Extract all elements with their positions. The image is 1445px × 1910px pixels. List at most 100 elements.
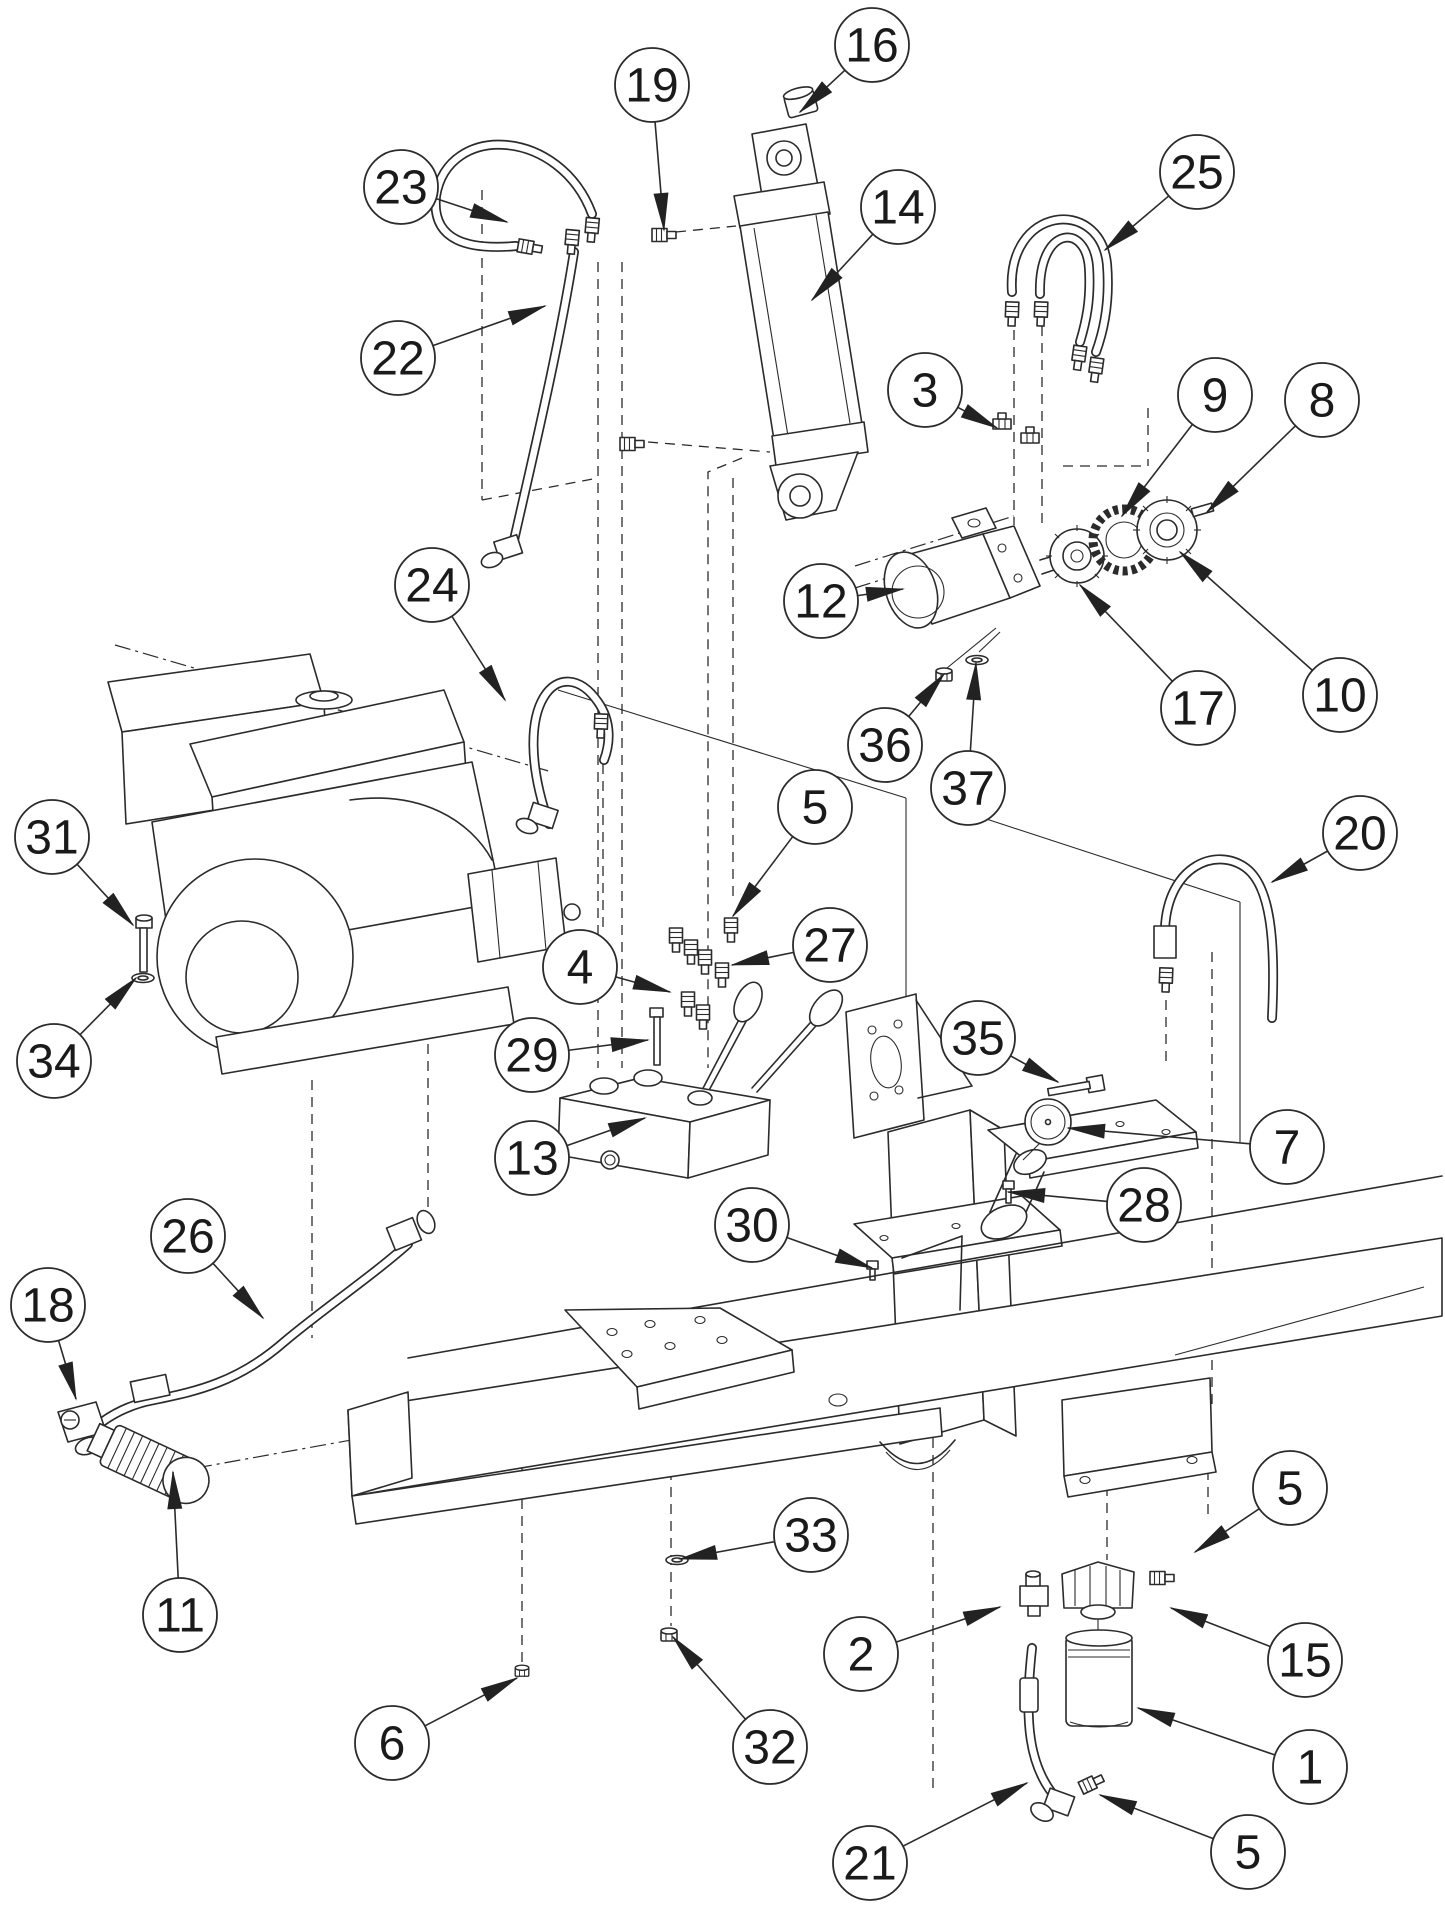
leader-arrow (1103, 195, 1170, 252)
callout-25-double-hose: 25 (1103, 134, 1235, 252)
callout-balloon (14, 799, 90, 875)
leader-arrow (1178, 550, 1313, 671)
callout-18-suction-elbow: 18 (10, 1267, 86, 1401)
callout-number: 5 (1277, 1463, 1304, 1516)
callout-balloon (1302, 657, 1378, 733)
callout-number: 5 (1235, 1827, 1262, 1880)
callout-balloon (16, 1023, 92, 1099)
oil-filter (1065, 1629, 1133, 1728)
callout-27-elbow-fittings: 27 (730, 907, 868, 983)
callout-9-coupling-chain: 9 (1120, 357, 1253, 518)
leader-arrow (167, 1470, 183, 1579)
callout-4-elbow-fittings: 4 (542, 929, 672, 1005)
leader-arrow (902, 1782, 1029, 1847)
callout-30-beam-bolt: 30 (714, 1187, 874, 1269)
sprocket (1133, 496, 1201, 564)
callout-balloon (1210, 1814, 1286, 1890)
leader-arrow (1270, 850, 1329, 883)
filler-cap (1022, 1098, 1072, 1161)
leader-arrow (424, 1677, 519, 1727)
straight-fitting (723, 917, 739, 943)
callout-balloon (394, 547, 470, 623)
callout-balloon (10, 1267, 86, 1343)
callout-number: 2 (848, 1629, 875, 1682)
callout-balloon (1284, 362, 1360, 438)
callout-22-long-hose: 22 (360, 305, 547, 396)
leader-arrow (966, 661, 982, 752)
engine-bolt (135, 914, 153, 973)
leader-arrow (957, 404, 999, 429)
callout-balloon (860, 169, 936, 245)
leader-arrow (1066, 1123, 1251, 1145)
leader-arrow (908, 672, 946, 718)
callout-balloon (732, 1709, 808, 1785)
leader-arrow (57, 1340, 77, 1401)
callout-28-neck-bolt: 28 (1006, 1167, 1182, 1243)
callout-number: 13 (505, 1133, 558, 1186)
callout-balloon (714, 1187, 790, 1263)
callout-number: 15 (1278, 1635, 1331, 1688)
callout-balloon (150, 1198, 226, 1274)
callout-balloon (777, 769, 853, 845)
callout-3-tee-fittings: 3 (887, 352, 999, 429)
hanger-bracket (1061, 1377, 1217, 1498)
suction-hose (97, 1209, 436, 1427)
callout-number: 5 (802, 782, 829, 835)
elbow-fitting (697, 949, 713, 975)
leader-arrow (568, 1037, 650, 1053)
callout-balloon (363, 149, 439, 225)
engine (107, 653, 581, 1075)
leader-arrow (1193, 1508, 1260, 1554)
callout-number: 19 (625, 60, 678, 113)
callout-15-filter-head: 15 (1169, 1607, 1343, 1698)
callout-balloon (614, 47, 690, 123)
callout-number: 21 (843, 1838, 896, 1891)
callout-balloon (1267, 1622, 1343, 1698)
leader-arrow (435, 197, 509, 223)
callout-number: 7 (1274, 1122, 1301, 1175)
callout-balloon (360, 320, 436, 396)
callout-8-shaft-key: 8 (1205, 362, 1360, 514)
callout-balloon (142, 1577, 218, 1653)
callout-number: 29 (505, 1030, 558, 1083)
return-hose (1153, 854, 1279, 1023)
callout-balloon (494, 1120, 570, 1196)
sprocket-hub (1046, 525, 1108, 587)
callout-balloon (1249, 1109, 1325, 1185)
leader-arrow (810, 233, 874, 302)
suction-strainer (86, 1422, 210, 1505)
elbow-fitting (680, 991, 696, 1017)
double-hose (1004, 214, 1113, 384)
leader-arrow (432, 305, 547, 347)
leader-arrow (212, 1262, 265, 1320)
filler-neck (980, 1148, 1047, 1240)
callout-balloon (494, 1017, 570, 1093)
callout-10-sprocket: 10 (1178, 550, 1378, 733)
callout-balloon (823, 1616, 899, 1692)
callout-26-suction-hose: 26 (150, 1198, 265, 1320)
callout-number: 17 (1171, 683, 1224, 736)
callout-1-oil-filter: 1 (1136, 1707, 1348, 1805)
mount-plate (564, 1307, 795, 1410)
callout-6-drain-plug: 6 (354, 1677, 519, 1781)
leader-arrow (731, 836, 794, 918)
straight-fitting (1077, 1771, 1107, 1795)
callout-number: 24 (405, 560, 458, 613)
callout-13-control-valve: 13 (494, 1117, 647, 1196)
filter-hose (1019, 1643, 1076, 1822)
callout-number: 4 (567, 942, 594, 995)
callout-number: 8 (1309, 375, 1336, 428)
leader-arrow (1169, 1607, 1271, 1648)
leader-arrow (76, 863, 135, 927)
callout-balloon (1177, 357, 1253, 433)
frame-beam (347, 1175, 1443, 1525)
callout-19-straight-fitting: 19 (614, 47, 690, 232)
leader-arrow (895, 1606, 1002, 1643)
tee-fitting (1020, 426, 1040, 444)
callout-11-suction-strainer: 11 (142, 1470, 218, 1653)
callout-balloon (354, 1705, 430, 1781)
leader-arrow (678, 1540, 775, 1560)
cylinder-pin-bushing (782, 86, 819, 119)
callout-35-stand-bolt: 35 (940, 1000, 1060, 1083)
